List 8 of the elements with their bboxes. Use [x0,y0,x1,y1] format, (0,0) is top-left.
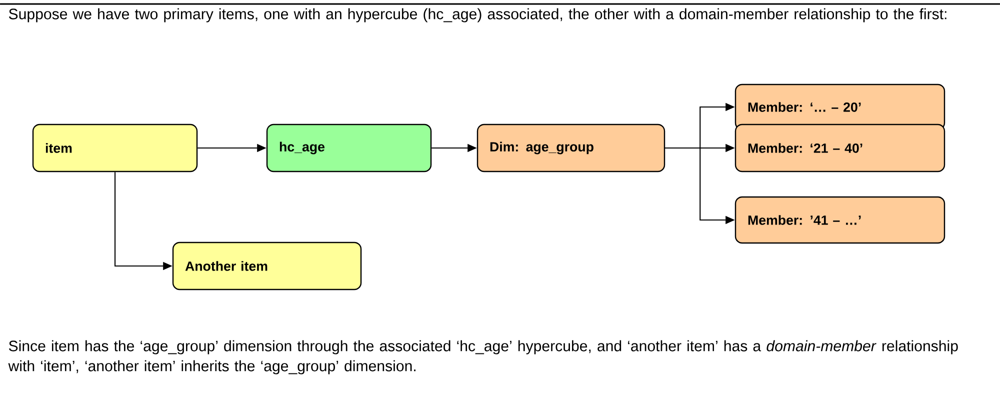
process-box: Dim: age_group [476,124,666,172]
process-box: item [32,124,198,172]
process-box: hc_age [266,124,432,172]
paragraph: Suppose we have two primary items, one with an hypercube (hc_age) associated, the other with a domain-member relationship to the first: [8,8,946,22]
process-box: Member: ‘21 – 40’ [734,124,946,172]
paragraph: Since item has the ‘age_group’ dimension through the associated ‘hc_age’ hypercube, and ‘another item’ has a domain-member relationship with ‘item’, ‘another item’ inherits the ‘age_group’ dimension. [8,340,958,374]
process-box: Member: ’41 – …’ [734,196,946,244]
process-box: Another item [172,242,362,290]
